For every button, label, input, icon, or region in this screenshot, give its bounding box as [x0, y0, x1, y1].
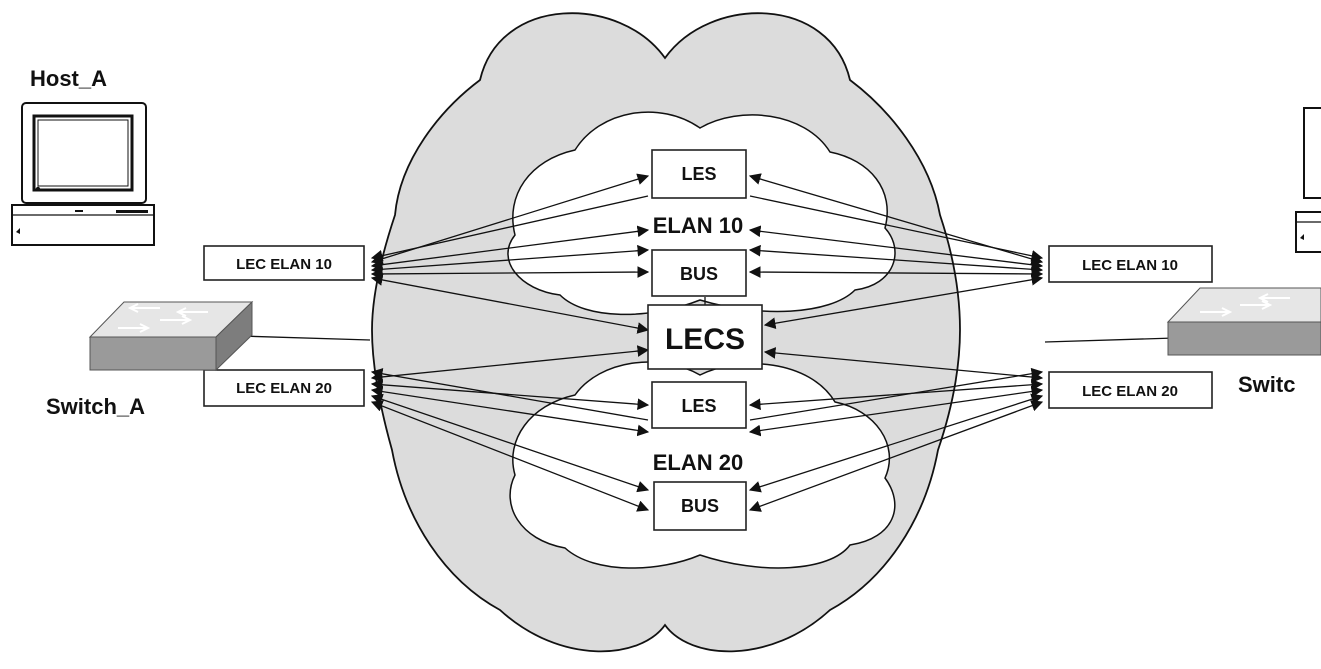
host-a-computer-icon [11, 102, 155, 246]
elan20-bus-node: BUS [653, 481, 747, 531]
svg-text:LEC ELAN 10: LEC ELAN 10 [236, 256, 332, 273]
elan10-label: ELAN 10 [653, 213, 743, 238]
right-lec-elan20: LEC ELAN 20 [1048, 371, 1213, 409]
switch-b-label: Switc [1238, 372, 1295, 397]
left-lec-elan20: LEC ELAN 20 [203, 369, 365, 407]
left-lec-elan10: LEC ELAN 10 [203, 245, 365, 281]
svg-text:LEC ELAN 10: LEC ELAN 10 [1082, 257, 1178, 274]
lane-connections [370, 173, 1044, 512]
elan10-les-label: LES [681, 164, 716, 184]
elan10-bus-label: BUS [680, 264, 718, 284]
elan10-les-node: LES [651, 149, 747, 199]
switch-a-uplink [239, 335, 371, 341]
elan20-les-node: LES [651, 381, 747, 429]
svg-text:LEC ELAN 20: LEC ELAN 20 [1082, 383, 1178, 400]
lecs-label: LECS [665, 323, 745, 356]
elan10-bus-node: BUS [651, 249, 747, 297]
switch-b-uplink [1044, 337, 1176, 343]
elan20-bus-label: BUS [681, 496, 719, 516]
elan20-les-label: LES [681, 396, 716, 416]
lecs-node: LECS [647, 304, 763, 370]
switch-a-icon [88, 300, 254, 372]
svg-text:LEC ELAN 20: LEC ELAN 20 [236, 380, 332, 397]
host-a-label: Host_A [30, 66, 107, 91]
elan20-label: ELAN 20 [653, 450, 743, 475]
right-lec-elan10: LEC ELAN 10 [1048, 245, 1213, 283]
host-b-computer-icon [1295, 107, 1321, 253]
switch-b-icon [1166, 287, 1321, 356]
switch-a-label: Switch_A [46, 394, 145, 419]
